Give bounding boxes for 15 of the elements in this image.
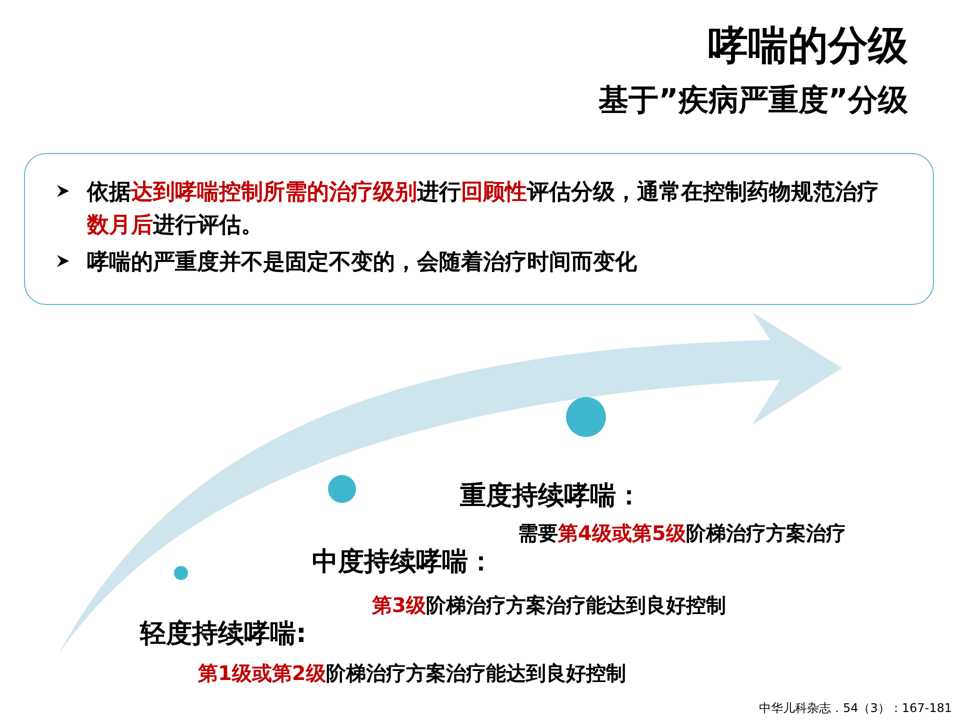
slide-title: 哮喘的分级 [708,22,908,71]
level-heading: 中度持续哮喘： [312,546,494,579]
level-description: 需要第4级或第5级阶梯治疗方案治疗 [518,520,846,547]
bullet-text: 哮喘的严重度并不是固定不变的，会随着治疗时间而变化 [87,248,638,277]
level-description: 第1级或第2级阶梯治疗方案治疗能达到良好控制 [198,660,626,687]
level-heading: 轻度持续哮喘: [140,618,306,651]
level-description: 第3级阶梯治疗方案治疗能达到良好控制 [372,592,726,619]
subtitle: 基于”疾病严重度”分级 [598,82,908,120]
text-panel [24,153,934,305]
citation: 中华儿科杂志．54（3）：167-181 [758,700,952,717]
level-heading: 重度持续哮喘： [460,480,642,513]
marker-dot [566,397,606,437]
marker-dot [328,475,356,503]
bullet-text: 依据达到哮喘控制所需的治疗级别进行回顾性评估分级，通常在控制药物规范治疗数月后进行评估。 [87,179,880,240]
marker-dot [174,566,188,580]
